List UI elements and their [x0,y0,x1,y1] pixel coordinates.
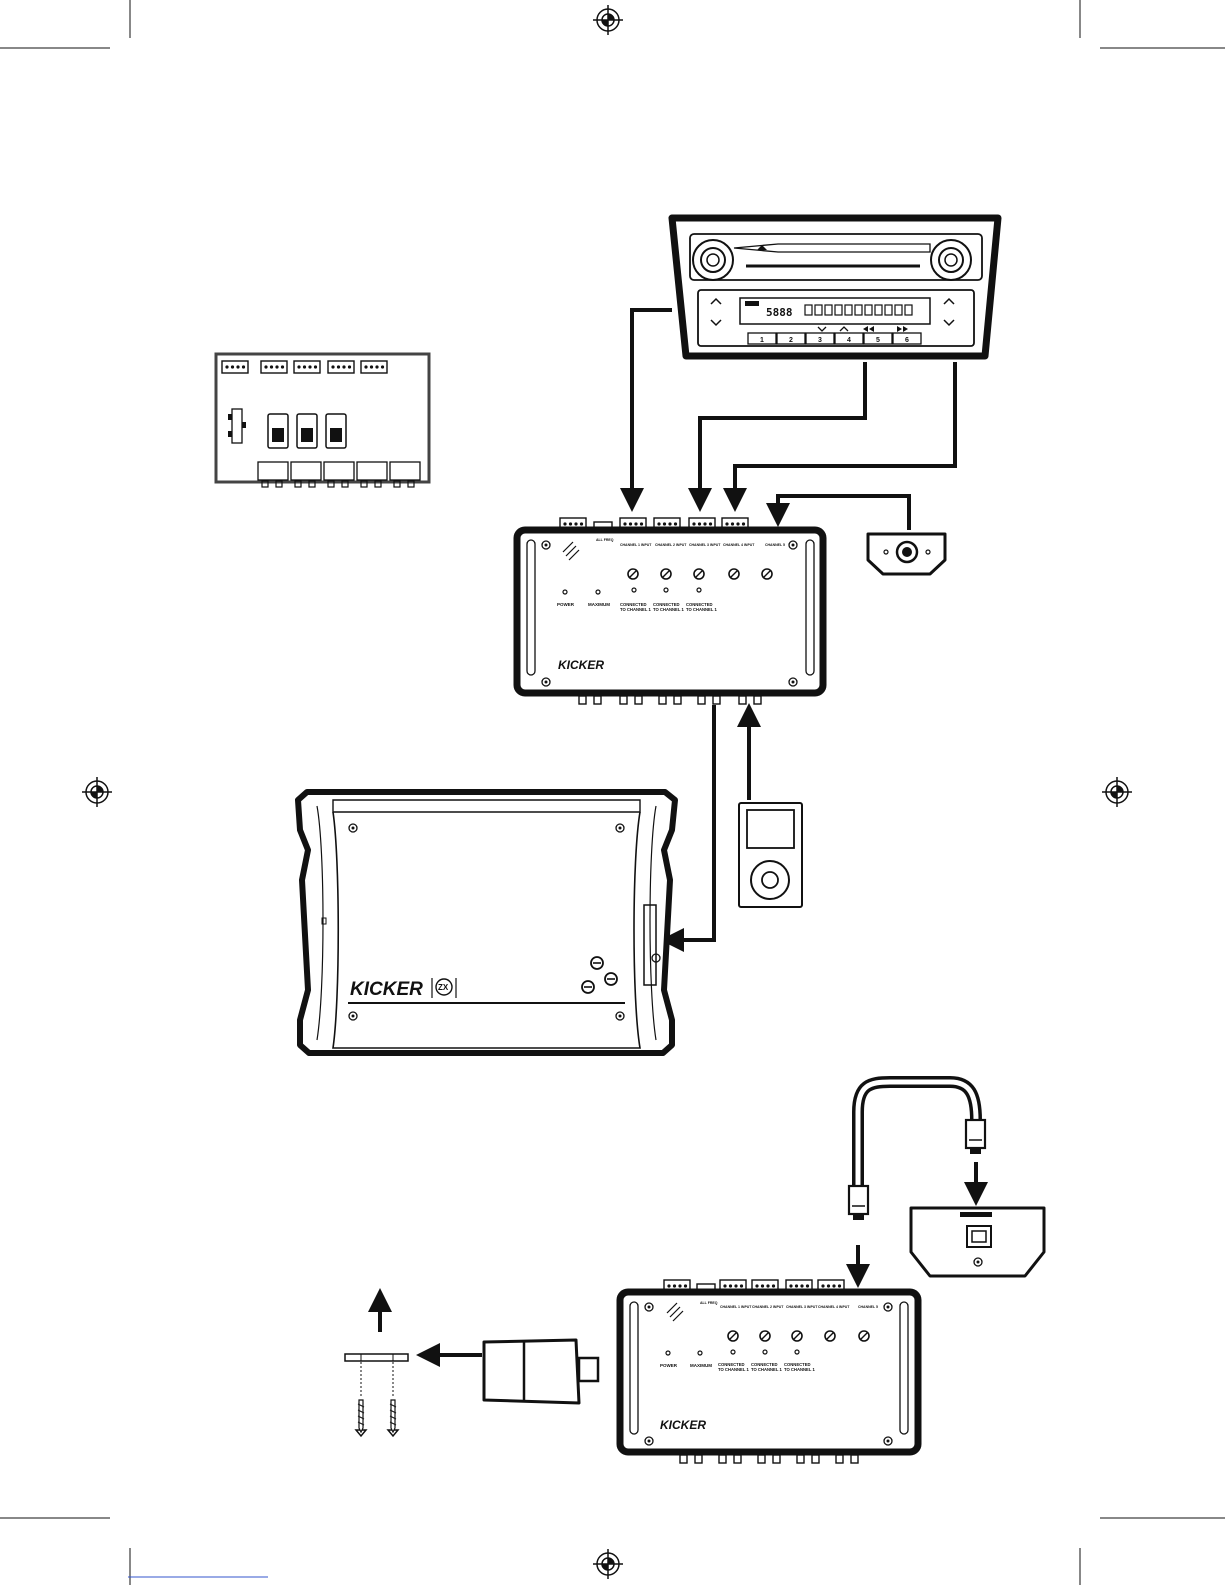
svg-text:ALL FREQ: ALL FREQ [596,538,614,542]
volume-knob-icon [692,239,734,281]
power-label: POWER [557,602,575,607]
level-knob-icon [660,568,672,580]
svg-text:CHANNEL 3 INPUT: CHANNEL 3 INPUT [689,543,721,547]
remote-knob-icon [866,532,947,576]
mounting-bracket-icon [344,1353,409,1398]
music-player-icon [738,802,803,908]
maximum-label: MAXIMUM [690,1363,712,1368]
processor-brand-logo: KICKER [558,658,604,672]
svg-text:CHANNEL 1 INPUT: CHANNEL 1 INPUT [720,1305,752,1309]
rca-outputs [578,695,762,705]
signal-wires [620,308,957,530]
registration-mark-icon [81,776,113,808]
svg-text:CHANNEL 5: CHANNEL 5 [765,543,785,547]
chevron-up-icon [943,297,955,305]
maximum-label: MAXIMUM [588,602,610,607]
gain-knob-icon [590,956,604,970]
preset-3: 3 [818,337,822,344]
rj-plug-icon [964,1118,987,1154]
preset-6: 6 [905,337,909,344]
chevron-up-icon [710,297,722,305]
svg-text:CHANNEL 2 INPUT: CHANNEL 2 INPUT [655,543,687,547]
preset-5: 5 [876,337,880,344]
svg-text:CHANNEL 1 INPUT: CHANNEL 1 INPUT [620,543,652,547]
rca-outputs [679,1454,859,1464]
switch-panel-detail [214,352,431,488]
level-knob-icon [761,568,773,580]
wire-processor-to-amplifier [660,705,716,952]
wire-radio-to-input-4 [723,362,957,512]
chevron-down-icon [943,319,955,327]
level-knob-icon [759,1330,771,1342]
svg-text:CHANNEL 2 INPUT: CHANNEL 2 INPUT [752,1305,784,1309]
power-led [562,589,568,595]
head-unit-radio: 5888 1 2 3 4 5 6 [668,214,1002,360]
eject-icon [757,245,767,250]
amplifier-model-badge: ZX [438,983,449,992]
registration-mark-icon [592,1548,624,1580]
remote-knob-side-icon [482,1338,600,1405]
remote-cable [852,1076,982,1186]
level-knob-icon [728,568,740,580]
level-knob-icon [824,1330,836,1342]
registration-mark-icon [1101,776,1133,808]
amplifier: KICKER ZX [295,789,678,1056]
dip-switch-icon [267,413,289,449]
level-knob-icon [627,568,639,580]
wire-radio-to-input-1 [620,308,672,512]
level-knob-icon [727,1330,739,1342]
svg-text:CHANNEL 4 INPUT: CHANNEL 4 INPUT [818,1305,850,1309]
tune-knob-icon [930,239,972,281]
registration-mark-icon [592,4,624,36]
maximum-led [595,589,601,595]
gain-knob-icon [604,972,618,986]
dip-switch-icon [325,413,347,449]
dip-switch-icon [296,413,318,449]
rj-plug-icon [847,1184,870,1220]
level-knob-icon [791,1330,803,1342]
power-label: POWER [660,1363,678,1368]
screw-icon [386,1399,400,1438]
wire-radio-to-input-3 [688,362,867,512]
preset-2: 2 [789,337,793,344]
svg-text:ALL FREQ: ALL FREQ [700,1301,718,1305]
amplifier-brand-logo: KICKER [350,979,423,1000]
power-led [665,1350,671,1356]
maximum-led [697,1350,703,1356]
screw-icon [354,1399,368,1438]
chevron-down-icon [710,319,722,327]
preset-4: 4 [847,337,851,344]
level-knob-icon [858,1330,870,1342]
processor-brand-logo: KICKER [660,1418,706,1432]
remote-back-icon [909,1206,1046,1278]
svg-text:CHANNEL 3 INPUT: CHANNEL 3 INPUT [786,1305,818,1309]
gain-knob-icon [581,980,595,994]
level-knob-icon [693,568,705,580]
radio-display-text: 5888 [766,306,793,319]
preset-1: 1 [760,337,764,344]
svg-text:CHANNEL 4 INPUT: CHANNEL 4 INPUT [723,543,755,547]
wire-remote-to-processor [766,494,911,530]
svg-text:CHANNEL 5: CHANNEL 5 [858,1305,878,1309]
